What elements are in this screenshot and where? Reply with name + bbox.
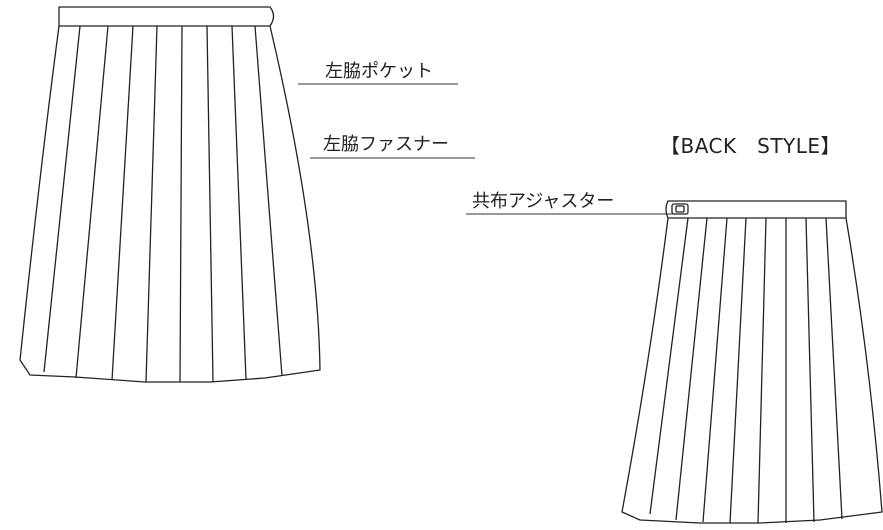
- adjuster-buckle-inner: [675, 205, 685, 213]
- front-pleats: [43, 25, 283, 383]
- adjuster-buckle: [671, 203, 689, 215]
- back-pleats: [649, 217, 843, 524]
- front-skirt-drawing: [19, 6, 321, 383]
- left-zipper-label: 左脇ファスナー: [323, 134, 449, 155]
- back-skirt-drawing: [621, 200, 883, 524]
- front-skirt-outline: [19, 25, 321, 383]
- adjuster-label: 共布アジャスター: [472, 191, 615, 212]
- left-pocket-label: 左脇ポケット: [325, 61, 433, 82]
- back-waistband: [665, 200, 847, 219]
- front-waistband: [58, 6, 275, 27]
- back-style-label: 【BACK STYLE】: [660, 134, 842, 158]
- back-skirt-outline: [621, 217, 883, 524]
